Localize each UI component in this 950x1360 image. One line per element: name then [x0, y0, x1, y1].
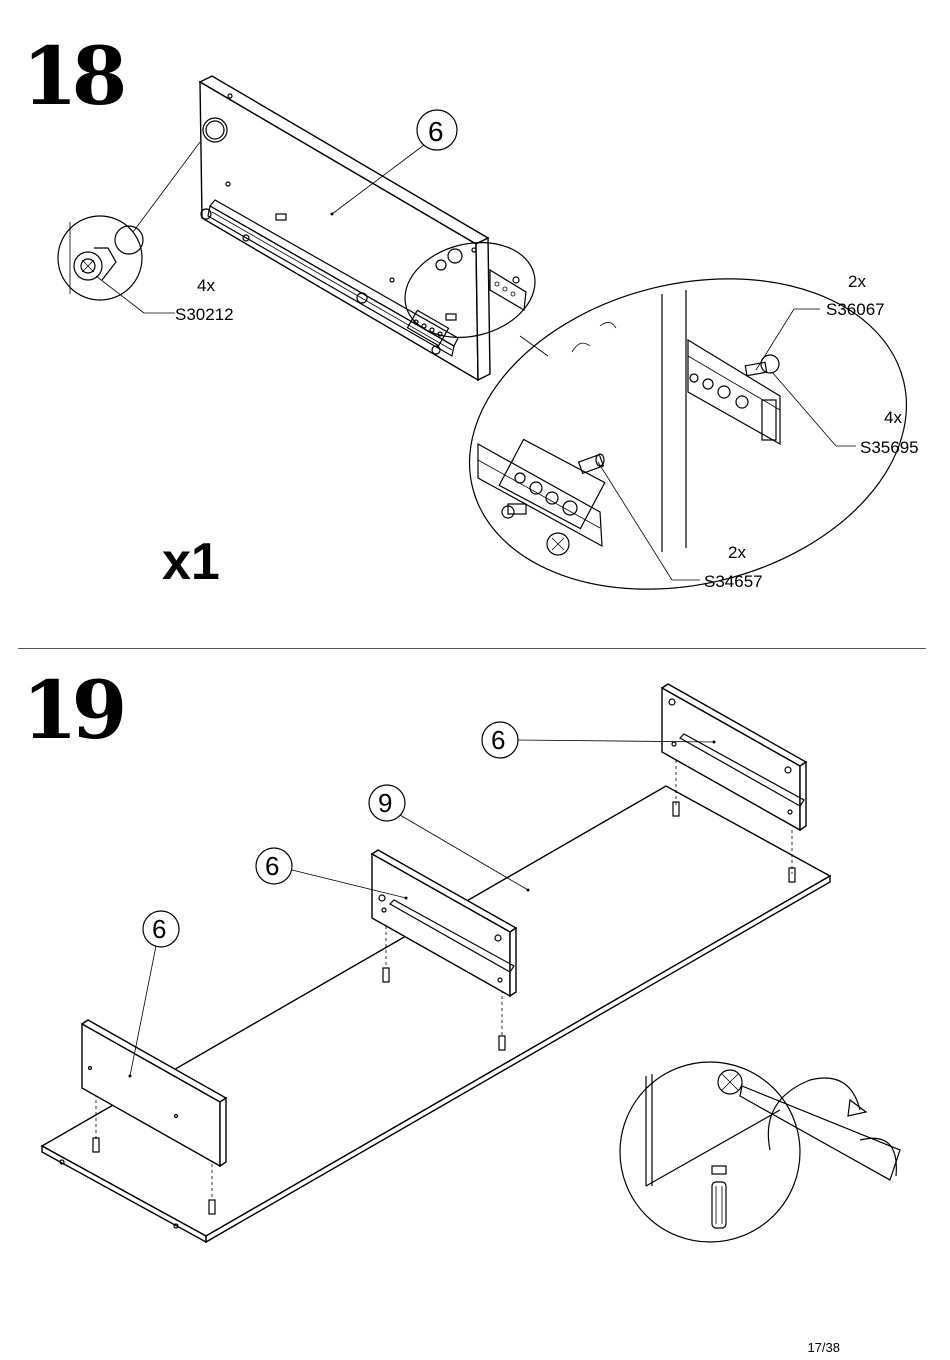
part-ref-19-c: 6 [265, 851, 280, 881]
step-19-number: 19 [22, 663, 127, 757]
part-code-1: S30212 [175, 305, 234, 324]
part-ref-6: 6 [428, 116, 444, 147]
part-code-3: S35695 [860, 438, 919, 457]
part-ref-19-b: 9 [378, 788, 393, 818]
cam-lock-detail [57, 117, 228, 314]
part-code-2: S36067 [826, 300, 885, 319]
part-qty-1: 4x [197, 276, 215, 295]
part-qty-3: 4x [884, 408, 902, 427]
rail-detail-zoom [404, 241, 908, 590]
step-18-panel [198, 75, 527, 382]
part-code-4: S34657 [704, 572, 763, 591]
part-qty-4: 2x [728, 543, 746, 562]
part-qty-2: 2x [848, 272, 866, 291]
part-ref-19-a: 6 [491, 725, 506, 755]
step-18-number: 18 [22, 29, 127, 123]
page-number: 17/38 [807, 1340, 840, 1355]
step-18-quantity: x1 [162, 533, 220, 591]
part-ref-19-d: 6 [152, 914, 167, 944]
step-19-assembly [40, 683, 901, 1244]
step-divider [18, 648, 926, 649]
